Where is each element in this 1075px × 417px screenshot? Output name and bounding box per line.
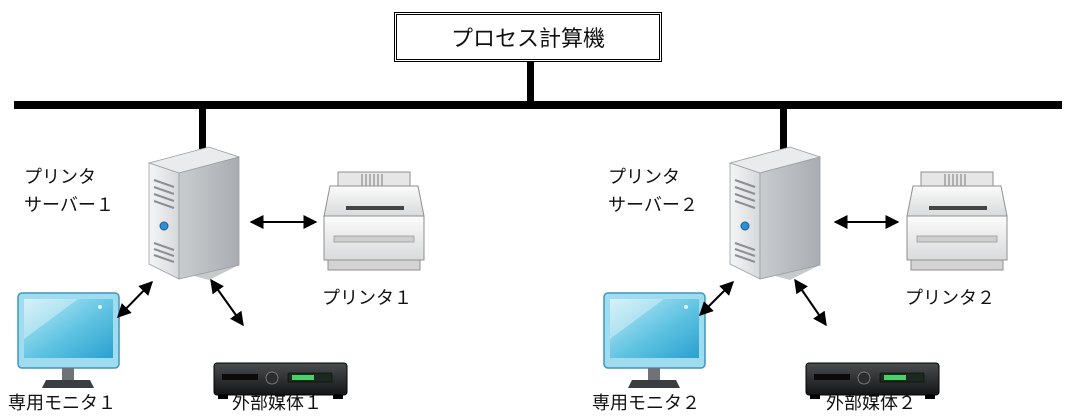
media-2-label: 外部媒体２ <box>826 393 916 414</box>
server-2-label-line1: プリンタ <box>608 167 680 188</box>
arrow-server2-monitor2 <box>699 281 734 316</box>
network-bus-line <box>14 101 1062 109</box>
server-1-connector <box>199 107 206 149</box>
monitor-1-icon <box>17 292 120 388</box>
server-1-label-line1: プリンタ <box>24 167 96 188</box>
media-1-label: 外部媒体１ <box>232 393 322 414</box>
server-1-icon <box>147 146 241 280</box>
printer-1-icon <box>323 171 425 271</box>
printer-2-label: プリンタ２ <box>905 288 995 309</box>
server-2-icon <box>728 146 822 280</box>
monitor-2-icon <box>603 292 706 388</box>
server-2-label-line2: サーバー２ <box>608 195 698 216</box>
server-1-label-line2: サーバー１ <box>24 195 114 216</box>
printer-1-label: プリンタ１ <box>322 288 412 309</box>
printer-2-icon <box>906 171 1008 271</box>
server-2-connector <box>780 107 787 149</box>
media-2-icon <box>805 362 940 399</box>
arrow-server1-monitor1 <box>117 280 153 319</box>
arrow-server2-media2 <box>794 278 827 327</box>
process-computer-connector <box>527 58 534 103</box>
monitor-1-label: 専用モニタ１ <box>8 393 116 414</box>
process-computer-box: プロセス計算機 <box>394 12 662 62</box>
monitor-2-label: 専用モニタ２ <box>592 393 700 414</box>
arrow-server1-media1 <box>210 278 244 327</box>
process-computer-label: プロセス計算機 <box>450 27 605 52</box>
media-1-icon <box>213 362 348 399</box>
